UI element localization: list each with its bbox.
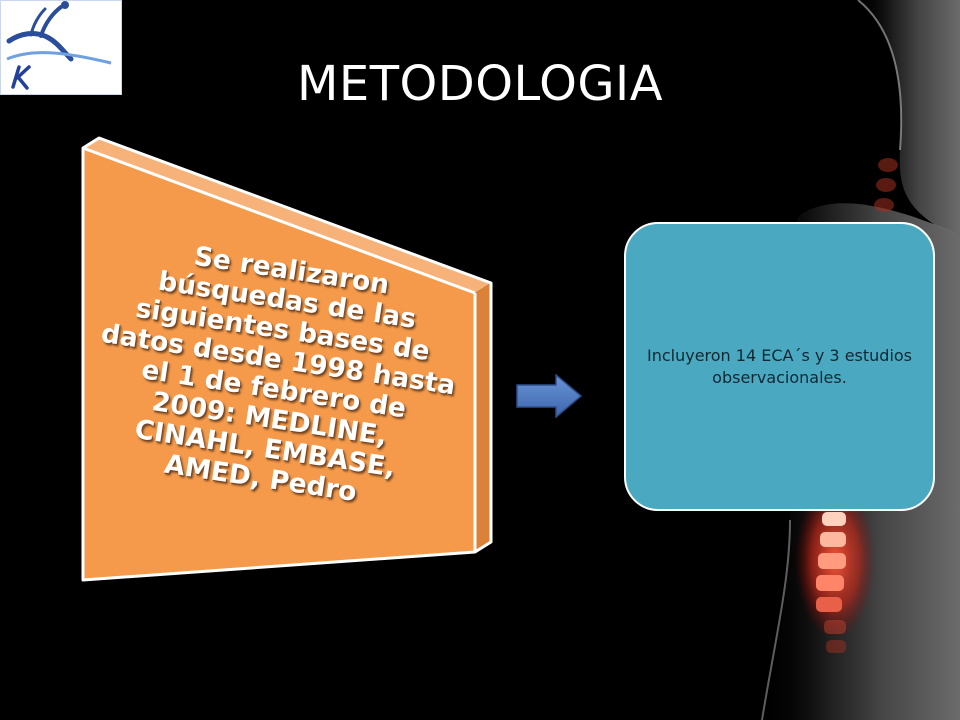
result-box: Incluyeron 14 ECA´s y 3 estudios observa… (624, 222, 935, 511)
result-text: Incluyeron 14 ECA´s y 3 estudios observa… (646, 345, 913, 387)
page-title: METODOLOGIA (296, 56, 664, 112)
right-arrow-icon (516, 374, 582, 418)
kinex-logo (0, 0, 122, 95)
kinex-logo-graphic (6, 1, 112, 90)
